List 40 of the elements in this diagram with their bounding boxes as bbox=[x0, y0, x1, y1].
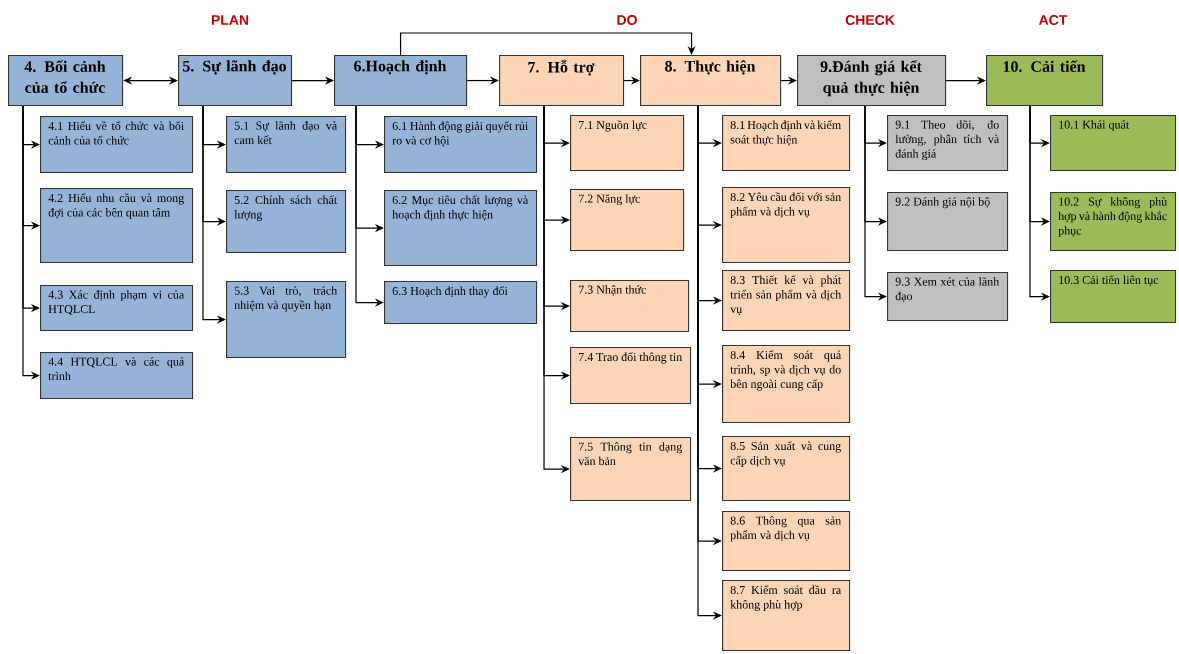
stage-box: 10. Cải tiến bbox=[986, 55, 1104, 107]
clause-box: 7.4 Trao đổi thông tin bbox=[570, 347, 692, 405]
clause-box: 10.2 Sự không phù hợp và hành động khắc phục bbox=[1050, 192, 1177, 252]
clause-box: 8.1 Hoạch định và kiểm soát thực hiện bbox=[722, 115, 851, 172]
stage-box: 4. Bối cảnh của tổ chức bbox=[8, 55, 124, 107]
clause-box: 9.1 Theo dõi, đo lường, phân tích và đánh giá bbox=[887, 115, 1009, 172]
clause-box: 4.1 Hiểu về tổ chức và bối cảnh của tổ chức bbox=[40, 116, 194, 174]
clause-box: 7.3 Nhận thức bbox=[570, 280, 690, 333]
stage-box: 8. Thực hiện bbox=[640, 55, 782, 107]
stage-box: 7. Hỗ trợ bbox=[499, 55, 625, 107]
clause-box: 10.1 Khái quát bbox=[1050, 115, 1177, 172]
clause-box: 7.1 Nguồn lực bbox=[570, 115, 685, 172]
clause-box: 7.2 Năng lực bbox=[570, 189, 685, 252]
clause-box: 9.2 Đánh giá nội bộ bbox=[887, 192, 1009, 252]
clause-box: 8.3 Thiết kế và phát triển sản phẩm và dịch vụ bbox=[722, 270, 851, 332]
clause-box: 8.4 Kiểm soát quá trình, sp và dịch vụ do bên ngoài cung cấp bbox=[722, 345, 851, 424]
phase-label: DO bbox=[617, 15, 637, 25]
stage-box: 6.Hoạch định bbox=[334, 55, 468, 107]
clause-box: 5.1 Sự lãnh đạo và cam kết bbox=[226, 116, 347, 174]
clause-box: 9.3 Xem xét của lãnh đạo bbox=[887, 272, 1009, 322]
stage-box: 9.Đánh giá kết quả thực hiện bbox=[797, 55, 947, 107]
clause-box: 8.6 Thông qua sản phẩm và dịch vụ bbox=[722, 511, 851, 572]
clause-box: 5.2 Chính sách chất lượng bbox=[226, 190, 347, 254]
clause-box: 8.5 Sản xuất và cung cấp dịch vụ bbox=[722, 436, 851, 502]
clause-box: 4.3 Xác định phạm vi của HTQLCL bbox=[40, 285, 194, 332]
arrow bbox=[399, 32, 696, 56]
clause-box: 8.2 Yêu cầu đối với sản phẩm và dịch vụ bbox=[722, 187, 851, 264]
clause-box: 6.2 Mục tiêu chất lượng và hoạch định thực hiện bbox=[384, 190, 538, 267]
clause-box: 8.7 Kiểm soát đầu ra không phù hợp bbox=[722, 580, 851, 652]
clause-box: 6.3 Hoạch định thay đổi bbox=[384, 281, 538, 325]
phase-label: ACT bbox=[1038, 15, 1068, 25]
stage-box: 5. Sự lãnh đạo bbox=[178, 55, 293, 107]
phase-label: PLAN bbox=[211, 15, 249, 25]
clause-box: 4.2 Hiểu nhu cầu và mong đợi của các bên quan tâm bbox=[40, 188, 194, 264]
clause-box: 7.5 Thông tin dạng văn bản bbox=[570, 437, 692, 502]
clause-box: 4.4 HTQLCL và các quá trình bbox=[40, 352, 194, 400]
clause-box: 6.1 Hành động giải quyết rủi ro và cơ hội bbox=[384, 116, 538, 174]
clause-box: 10.3 Cải tiến liên tục bbox=[1050, 270, 1177, 324]
clause-box: 5.3 Vai trò, trách nhiệm và quyền hạn bbox=[226, 281, 347, 359]
phase-label: CHECK bbox=[845, 15, 895, 25]
